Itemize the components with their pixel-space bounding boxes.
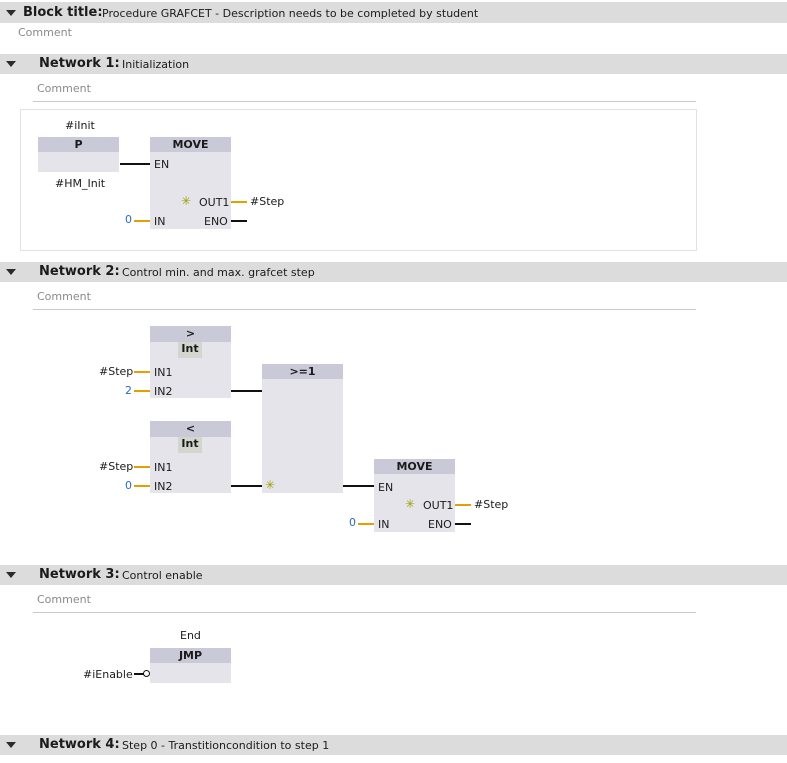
out1-operand[interactable]: #Step <box>474 498 509 511</box>
wire <box>134 371 150 373</box>
network-1-canvas[interactable] <box>20 109 697 251</box>
network-4-title[interactable]: Step 0 - Transtitioncondition to step 1 <box>122 739 330 752</box>
in-pin: IN <box>378 518 390 531</box>
out1-operand[interactable]: #Step <box>250 195 285 208</box>
network-2-header: Network 2: Control min. and max. grafcet… <box>0 262 787 282</box>
out1-pin: OUT1 <box>423 499 454 512</box>
network-2-title[interactable]: Control min. and max. grafcet step <box>122 266 315 279</box>
en-pin: EN <box>378 481 394 494</box>
jmp-block[interactable]: JMP <box>150 648 231 683</box>
p-contact-block[interactable]: P <box>38 137 119 172</box>
collapse-triangle-icon[interactable] <box>6 572 16 578</box>
wire <box>231 220 247 222</box>
network-2-comment[interactable]: Comment <box>37 290 91 303</box>
wire <box>231 201 247 203</box>
in1-pin: IN1 <box>154 366 173 379</box>
jump-label[interactable]: End <box>180 629 201 642</box>
wire <box>455 504 471 506</box>
negation-circle-icon <box>143 670 150 677</box>
network-1-header: Network 1: Initialization <box>0 54 787 74</box>
jmp-input-operand[interactable]: #iEnable <box>83 668 133 681</box>
move-block-2[interactable]: MOVE EN ✳ OUT1 IN ENO <box>374 459 455 532</box>
network-3-header: Network 3: Control enable <box>0 565 787 585</box>
wire <box>134 673 145 675</box>
block-title-text[interactable]: Procedure GRAFCET - Description needs to… <box>102 7 479 20</box>
block-title-bar: Block title: Procedure GRAFCET - Descrip… <box>0 2 787 23</box>
p-top-operand[interactable]: #iInit <box>65 119 95 132</box>
compare-less-block[interactable]: < Int IN1 IN2 <box>150 421 231 493</box>
in1-operand[interactable]: #Step <box>99 365 134 378</box>
in-constant[interactable]: 0 <box>125 213 132 226</box>
in2-pin: IN2 <box>154 385 173 398</box>
p-bottom-operand[interactable]: #HM_Init <box>55 177 106 190</box>
network-4-label: Network 4: <box>39 737 120 752</box>
eno-pin: ENO <box>204 215 228 228</box>
move-block-1[interactable]: MOVE EN ✳ OUT1 IN ENO <box>150 137 231 229</box>
p-block-header: P <box>38 137 119 152</box>
network-1-title[interactable]: Initialization <box>122 58 190 71</box>
network-1-label: Network 1: <box>39 56 120 71</box>
network-4-header: Network 4: Step 0 - Transtitioncondition… <box>0 735 787 755</box>
wire <box>134 466 150 468</box>
wire <box>134 390 150 392</box>
in-pin: IN <box>154 215 166 228</box>
compare-type[interactable]: Int <box>178 437 202 453</box>
en-pin: EN <box>154 158 170 171</box>
comment-separator <box>33 309 696 310</box>
network-1-comment[interactable]: Comment <box>37 82 91 95</box>
collapse-triangle-icon[interactable] <box>6 10 16 16</box>
in-constant[interactable]: 0 <box>349 516 356 529</box>
in2-constant[interactable]: 0 <box>125 479 132 492</box>
wire <box>343 485 374 487</box>
wire <box>231 390 262 392</box>
network-2-label: Network 2: <box>39 264 120 279</box>
collapse-triangle-icon[interactable] <box>6 269 16 275</box>
collapse-triangle-icon[interactable] <box>6 61 16 67</box>
network-3-title[interactable]: Control enable <box>122 569 203 582</box>
or-block-header: >=1 <box>262 364 343 379</box>
network-3-comment[interactable]: Comment <box>37 593 91 606</box>
wire <box>134 220 150 222</box>
compare-op-header: < <box>150 421 231 437</box>
compare-op-header: > <box>150 326 231 342</box>
out1-pin: OUT1 <box>199 196 230 209</box>
sparkle-icon: ✳ <box>181 194 192 208</box>
compare-greater-block[interactable]: > Int IN1 IN2 <box>150 326 231 398</box>
collapse-triangle-icon[interactable] <box>6 742 16 748</box>
or-block[interactable]: >=1 ✳ <box>262 364 343 493</box>
sparkle-icon: ✳ <box>265 478 276 492</box>
wire <box>134 485 150 487</box>
wire <box>455 523 471 525</box>
in2-pin: IN2 <box>154 480 173 493</box>
move-block-header: MOVE <box>150 137 231 152</box>
network-3-label: Network 3: <box>39 567 120 582</box>
in1-operand[interactable]: #Step <box>99 460 134 473</box>
in1-pin: IN1 <box>154 461 173 474</box>
block-title-label: Block title: <box>23 5 103 20</box>
move-block-header: MOVE <box>374 459 455 474</box>
comment-separator <box>33 101 696 102</box>
comment-separator <box>33 612 696 613</box>
in2-constant[interactable]: 2 <box>125 384 132 397</box>
wire <box>120 163 150 165</box>
wire <box>358 523 374 525</box>
block-comment[interactable]: Comment <box>18 26 72 39</box>
jmp-block-header: JMP <box>150 648 231 663</box>
compare-type[interactable]: Int <box>178 342 202 358</box>
sparkle-icon: ✳ <box>405 497 416 511</box>
eno-pin: ENO <box>428 518 452 531</box>
wire <box>231 485 262 487</box>
